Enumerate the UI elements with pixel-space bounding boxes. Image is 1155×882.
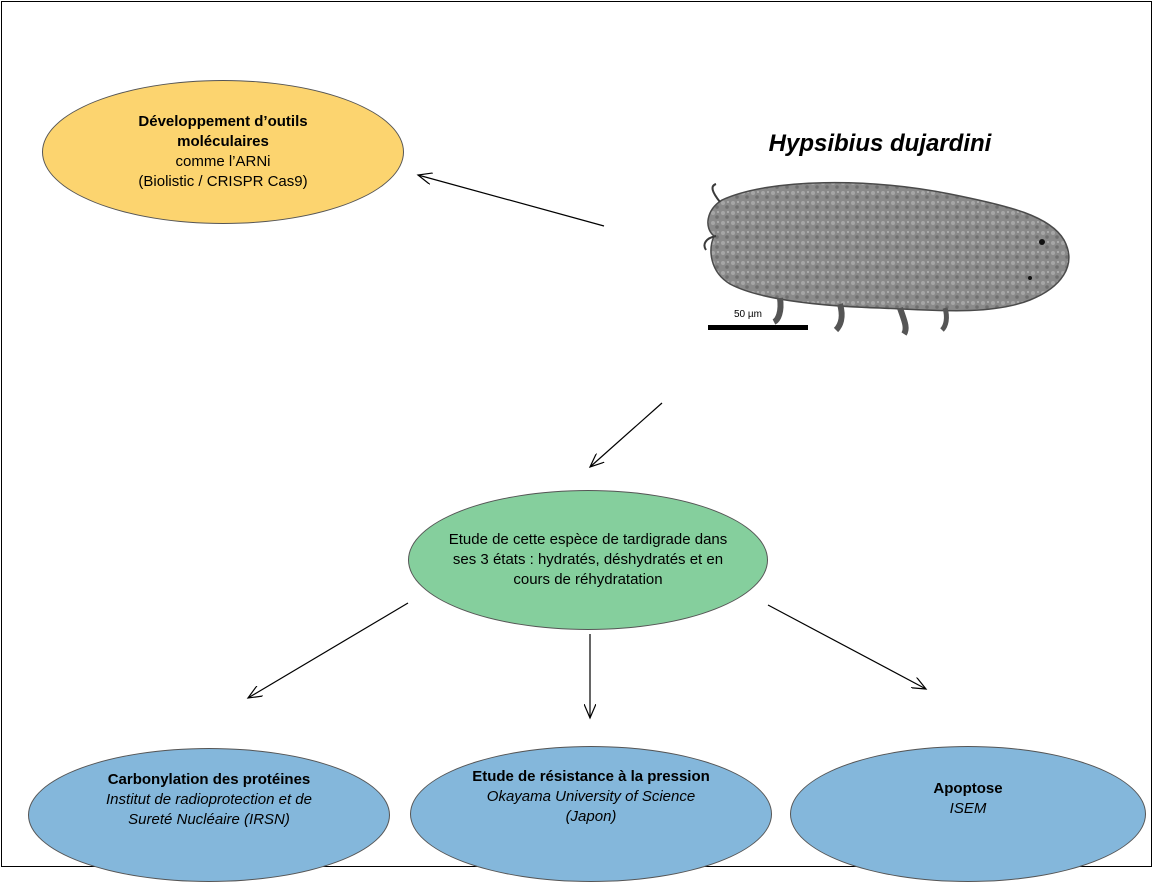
pressure-line2: Okayama University of Science <box>486 788 696 805</box>
node-pressure-resistance: Etude de résistance à la pression Okayam… <box>410 746 772 882</box>
arrow-to-study <box>590 402 663 467</box>
tools-title-line1: Développement d’outils <box>138 113 308 130</box>
node-molecular-tools: Développement d’outils moléculaires comm… <box>42 80 404 224</box>
tardigrade-photo <box>703 181 1070 336</box>
species-title: Hypsibius dujardini <box>768 130 992 157</box>
carbonylation-line2: Institut de radioprotection et de <box>106 791 312 808</box>
scale-bar-label: 50 µm <box>734 309 762 320</box>
tools-line3: comme l’ARNi <box>175 153 271 170</box>
node-apoptosis: Apoptose ISEM <box>790 746 1146 882</box>
arrow-to-carbonylation <box>248 602 409 698</box>
carbonylation-line3: Sureté Nucléaire (IRSN) <box>128 811 290 828</box>
pressure-line3: (Japon) <box>565 808 617 825</box>
node-carbonylation: Carbonylation des protéines Institut de … <box>28 748 390 882</box>
tools-title-line2: moléculaires <box>177 133 269 150</box>
tools-line4: (Biolistic / CRISPR Cas9) <box>138 173 308 190</box>
apoptosis-title: Apoptose <box>933 780 1003 797</box>
apoptosis-line2: ISEM <box>949 800 987 817</box>
arrow-to-apoptosis <box>767 604 926 689</box>
arrow-to-tools <box>418 175 605 227</box>
carbonylation-title: Carbonylation des protéines <box>107 771 311 788</box>
node-study-states: Etude de cette espèce de tardigrade dans… <box>408 490 768 630</box>
study-text: Etude de cette espèce de tardigrade dans… <box>448 531 728 588</box>
pressure-title: Etude de résistance à la pression <box>472 768 710 785</box>
